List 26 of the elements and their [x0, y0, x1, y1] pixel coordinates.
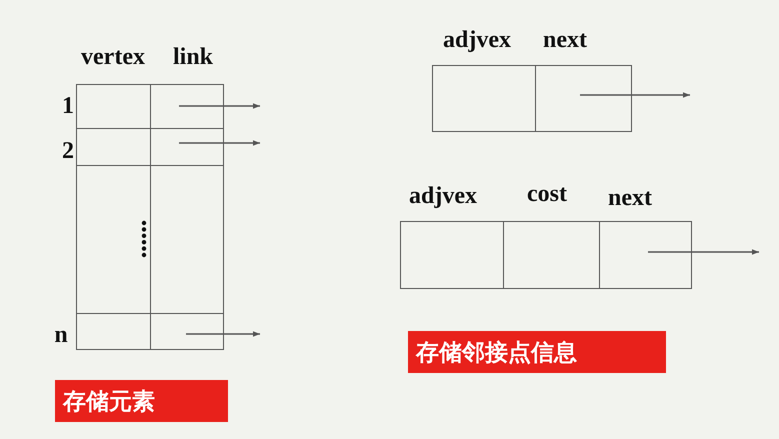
arrow — [186, 331, 260, 337]
table-cell — [535, 65, 632, 132]
table-cell — [400, 221, 504, 289]
arrow — [179, 140, 260, 146]
table-cell — [150, 84, 224, 129]
field-label: next — [608, 186, 652, 210]
field-label: link — [172, 45, 214, 69]
table-cell — [76, 84, 151, 129]
caption-banner: 存储邻接点信息 — [408, 331, 666, 373]
field-label: adjvex — [409, 184, 477, 208]
arrow — [580, 92, 690, 98]
arrow — [179, 103, 260, 109]
field-label: n — [54, 323, 68, 347]
field-label: vertex — [81, 45, 145, 69]
field-label: cost — [527, 182, 567, 206]
table-cell — [76, 313, 151, 350]
field-label: next — [543, 28, 587, 52]
arrow — [648, 249, 759, 255]
table-cell — [503, 221, 600, 289]
field-label: 2 — [62, 139, 74, 163]
table-cell — [150, 313, 224, 350]
table-cell — [432, 65, 536, 132]
field-label: 1 — [62, 94, 74, 118]
table-cell — [599, 221, 692, 289]
caption-banner: 存储元素 — [55, 380, 228, 422]
field-label: adjvex — [443, 28, 511, 52]
